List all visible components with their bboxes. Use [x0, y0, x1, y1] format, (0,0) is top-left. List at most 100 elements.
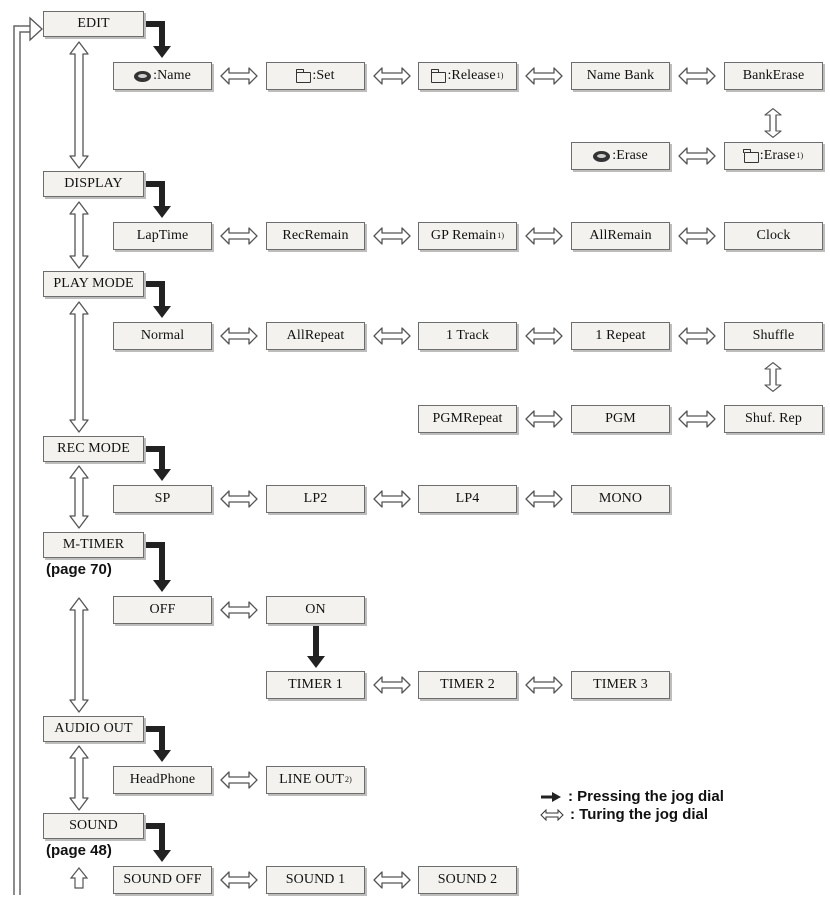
return-loop-line: [13, 25, 32, 895]
turn-arrow: [764, 361, 782, 393]
menu-edit[interactable]: EDIT: [43, 11, 144, 37]
turn-arrow: [69, 201, 89, 269]
menu-audio-out[interactable]: AUDIO OUT: [43, 716, 144, 742]
press-arrow: [144, 181, 165, 208]
display-allremain-item[interactable]: AllRemain: [571, 222, 670, 250]
press-arrow: [144, 446, 165, 471]
mtimer-timer1-item[interactable]: TIMER 1: [266, 671, 365, 699]
mtimer-on-item[interactable]: ON: [266, 596, 365, 624]
mtimer-off-item[interactable]: OFF: [113, 596, 212, 624]
turn-arrow: [69, 597, 89, 713]
folder-icon: [743, 148, 759, 163]
turn-arrow: [678, 410, 716, 428]
turn-arrow: [525, 327, 563, 345]
turn-arrow: [220, 871, 258, 889]
rec-lp2-item[interactable]: LP2: [266, 485, 365, 513]
turn-arrow: [373, 67, 411, 85]
turn-arrow: [525, 676, 563, 694]
press-arrow: [153, 469, 171, 481]
press-arrow: [144, 823, 165, 852]
turn-arrow: [220, 327, 258, 345]
play-shuffle-item[interactable]: Shuffle: [724, 322, 823, 350]
mtimer-timer3-item[interactable]: TIMER 3: [571, 671, 670, 699]
edit-disc-erase-label: :Erase: [612, 148, 648, 163]
sound-off-item[interactable]: SOUND OFF: [113, 866, 212, 894]
press-arrow: [144, 542, 165, 582]
menu-display[interactable]: DISPLAY: [43, 171, 144, 197]
display-laptime-item[interactable]: LapTime: [113, 222, 212, 250]
menu-sound[interactable]: SOUND: [43, 813, 144, 839]
press-arrow: [144, 726, 165, 752]
audio-headphone-item[interactable]: HeadPhone: [113, 766, 212, 794]
play-normal-item[interactable]: Normal: [113, 322, 212, 350]
turn-arrow: [220, 67, 258, 85]
sound-1-item[interactable]: SOUND 1: [266, 866, 365, 894]
turn-arrow: [220, 227, 258, 245]
turn-arrow: [69, 745, 89, 811]
press-arrow: [144, 281, 165, 308]
edit-bank-erase-item[interactable]: BankErase: [724, 62, 823, 90]
menu-play-mode[interactable]: PLAY MODE: [43, 271, 144, 297]
edit-disc-erase-item[interactable]: :Erase: [571, 142, 670, 170]
turn-arrow: [678, 327, 716, 345]
play-pgmrepeat-item[interactable]: PGMRepeat: [418, 405, 517, 433]
solid-arrow-icon: [541, 791, 561, 802]
turn-arrow: [373, 871, 411, 889]
press-arrow: [153, 306, 171, 318]
edit-name-item[interactable]: :Name: [113, 62, 212, 90]
legend-turn: : Turing the jog dial: [540, 806, 708, 823]
play-1track-item[interactable]: 1 Track: [418, 322, 517, 350]
display-recremain-item[interactable]: RecRemain: [266, 222, 365, 250]
edit-set-item[interactable]: :Set: [266, 62, 365, 90]
press-arrow: [153, 850, 171, 862]
legend-turn-text: : Turing the jog dial: [570, 806, 709, 823]
edit-name-bank-item[interactable]: Name Bank: [571, 62, 670, 90]
double-arrow-icon: [540, 808, 564, 821]
turn-arrow: [69, 867, 89, 889]
turn-arrow: [678, 227, 716, 245]
turn-arrow: [764, 107, 782, 139]
turn-arrow: [678, 147, 716, 165]
sound-page-ref: (page 48): [46, 842, 112, 859]
m-timer-page-ref: (page 70): [46, 561, 112, 578]
edit-group-erase-label: :Erase: [759, 148, 796, 163]
menu-m-timer[interactable]: M-TIMER: [43, 532, 144, 558]
press-arrow: [153, 206, 171, 218]
folder-icon: [431, 68, 447, 83]
rec-mono-item[interactable]: MONO: [571, 485, 670, 513]
turn-arrow: [373, 327, 411, 345]
sound-2-item[interactable]: SOUND 2: [418, 866, 517, 894]
rec-sp-item[interactable]: SP: [113, 485, 212, 513]
play-shufrep-item[interactable]: Shuf. Rep: [724, 405, 823, 433]
legend-press-text: : Pressing the jog dial: [568, 788, 724, 805]
turn-arrow: [525, 490, 563, 508]
display-clock-item[interactable]: Clock: [724, 222, 823, 250]
press-arrow: [307, 656, 325, 668]
disc-icon: [134, 70, 152, 82]
legend-press: : Pressing the jog dial: [540, 788, 724, 805]
turn-arrow: [373, 490, 411, 508]
play-1repeat-item[interactable]: 1 Repeat: [571, 322, 670, 350]
menu-rec-mode[interactable]: REC MODE: [43, 436, 144, 462]
turn-arrow: [69, 301, 89, 433]
turn-arrow: [220, 771, 258, 789]
rec-lp4-item[interactable]: LP4: [418, 485, 517, 513]
press-arrow: [144, 21, 165, 48]
turn-arrow: [373, 227, 411, 245]
turn-arrow: [525, 67, 563, 85]
turn-arrow: [69, 465, 89, 529]
turn-arrow: [525, 410, 563, 428]
play-allrepeat-item[interactable]: AllRepeat: [266, 322, 365, 350]
folder-icon: [296, 68, 312, 83]
turn-arrow: [373, 676, 411, 694]
turn-arrow: [678, 67, 716, 85]
turn-arrow: [220, 601, 258, 619]
return-loop-head: [29, 16, 43, 42]
mtimer-timer2-item[interactable]: TIMER 2: [418, 671, 517, 699]
play-pgm-item[interactable]: PGM: [571, 405, 670, 433]
